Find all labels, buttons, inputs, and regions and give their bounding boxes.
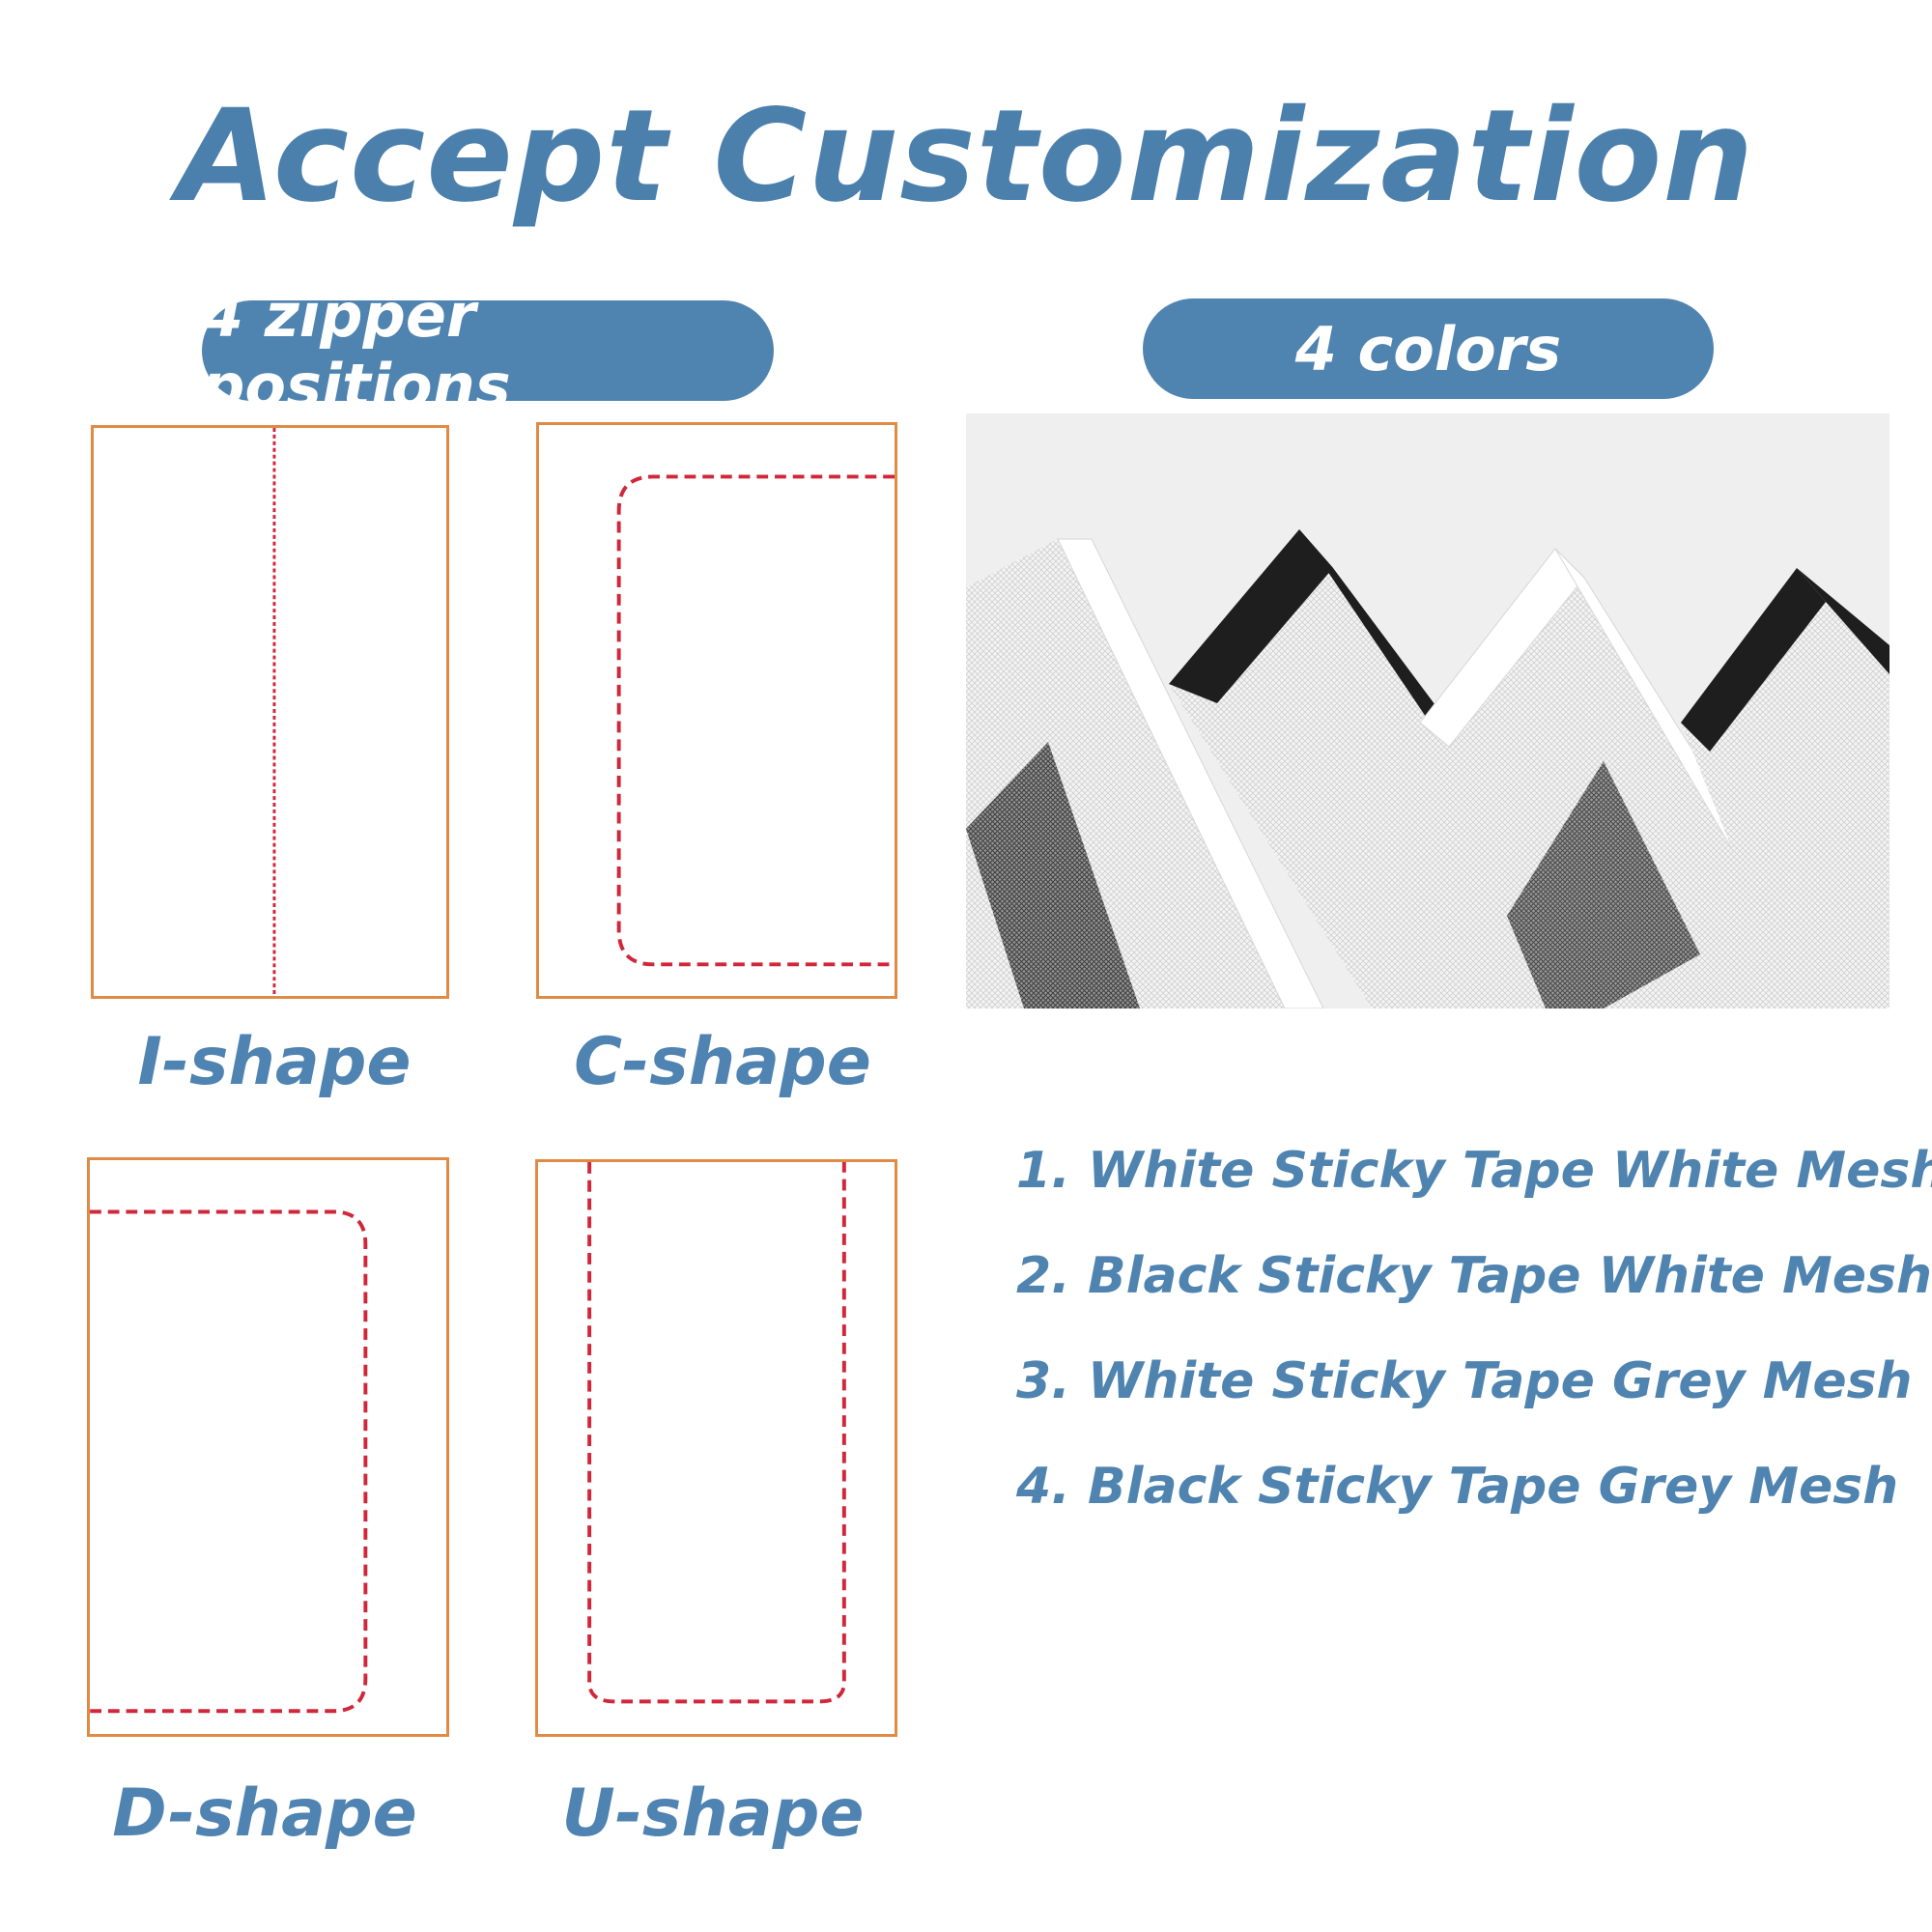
d-shape-zipper-line: [90, 1209, 368, 1714]
color-option-2: 2. Black Sticky Tape White Mesh: [1016, 1247, 1932, 1305]
c-shape-diagram: [536, 422, 897, 999]
u-shape-diagram: [535, 1159, 897, 1737]
u-shape-label: U-shape: [561, 1776, 865, 1852]
mesh-colors-photo: [966, 413, 1889, 1009]
u-shape-zipper-line: [587, 1162, 846, 1704]
d-shape-diagram: [87, 1157, 449, 1737]
i-shape-diagram: [91, 425, 449, 999]
c-shape-label: C-shape: [574, 1024, 871, 1100]
color-option-4: 4. Black Sticky Tape Grey Mesh: [1016, 1458, 1899, 1516]
page-title: Accept Customization: [177, 82, 1755, 231]
color-option-1: 1. White Sticky Tape White Mesh: [1016, 1142, 1932, 1200]
i-shape-zipper-line: [272, 428, 276, 996]
colors-badge: 4 colors: [1143, 298, 1714, 399]
zipper-positions-badge: 4 zipper positions: [202, 280, 774, 421]
d-shape-label: D-shape: [112, 1776, 417, 1852]
c-shape-zipper-line: [616, 474, 895, 967]
i-shape-label: I-shape: [137, 1024, 412, 1100]
color-option-3: 3. White Sticky Tape Grey Mesh: [1016, 1352, 1913, 1410]
color-options-list: 1. White Sticky Tape White Mesh 2. Black…: [1016, 1132, 1932, 1553]
